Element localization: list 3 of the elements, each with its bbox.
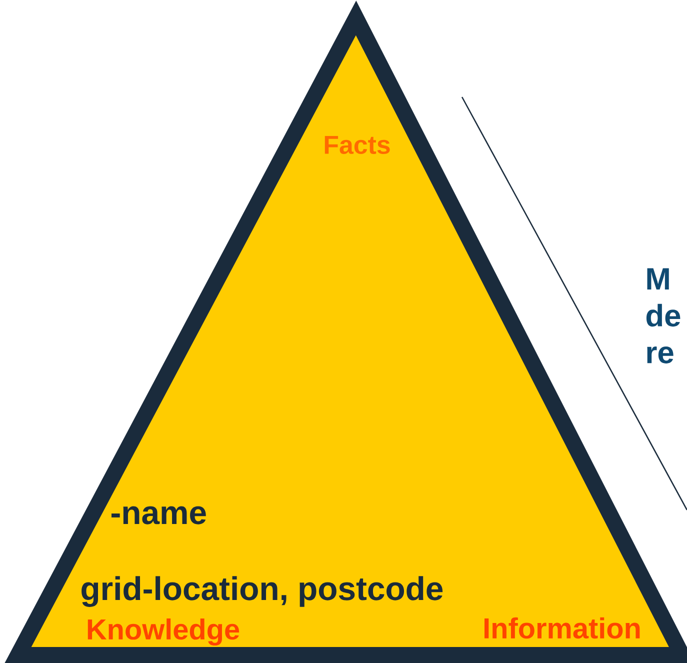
- field-label: -name: [111, 506, 206, 524]
- side-note: M de re: [646, 268, 680, 364]
- field-label: grid-location, postcode: [82, 576, 443, 607]
